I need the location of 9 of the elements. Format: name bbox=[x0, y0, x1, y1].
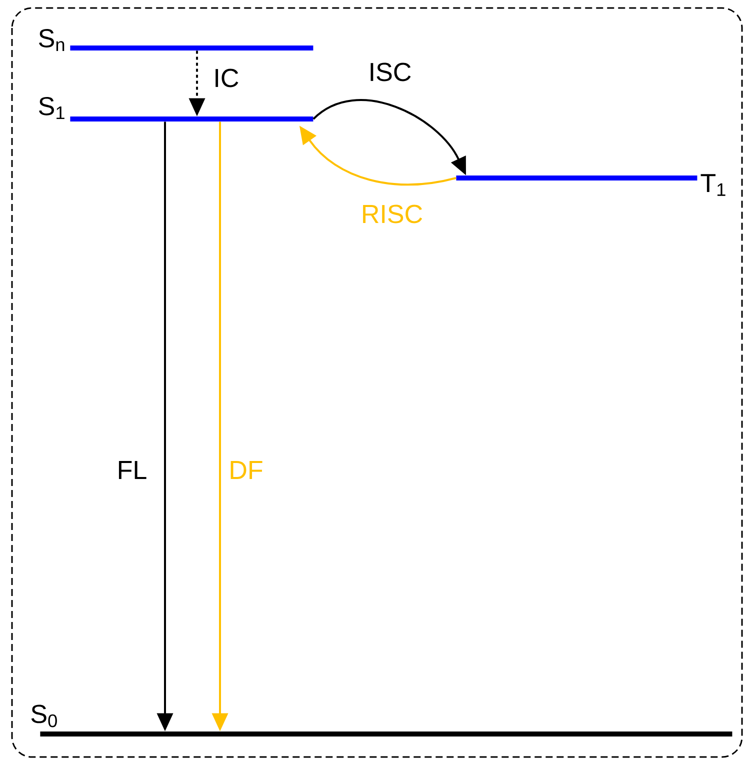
level-label: S$_{n}$ bbox=[39, 29, 64, 51]
level-label: T$_{1}$ bbox=[700, 174, 726, 196]
level-label: S$_{1}$ bbox=[39, 96, 64, 120]
edge-label: IC bbox=[212, 68, 240, 88]
edge-label: FL bbox=[116, 460, 148, 480]
edge-label: ISC bbox=[367, 62, 413, 82]
level-label: S$_{0}$ bbox=[31, 704, 57, 728]
edge-label: DF bbox=[228, 460, 264, 480]
edge-label: RISC bbox=[360, 204, 424, 224]
